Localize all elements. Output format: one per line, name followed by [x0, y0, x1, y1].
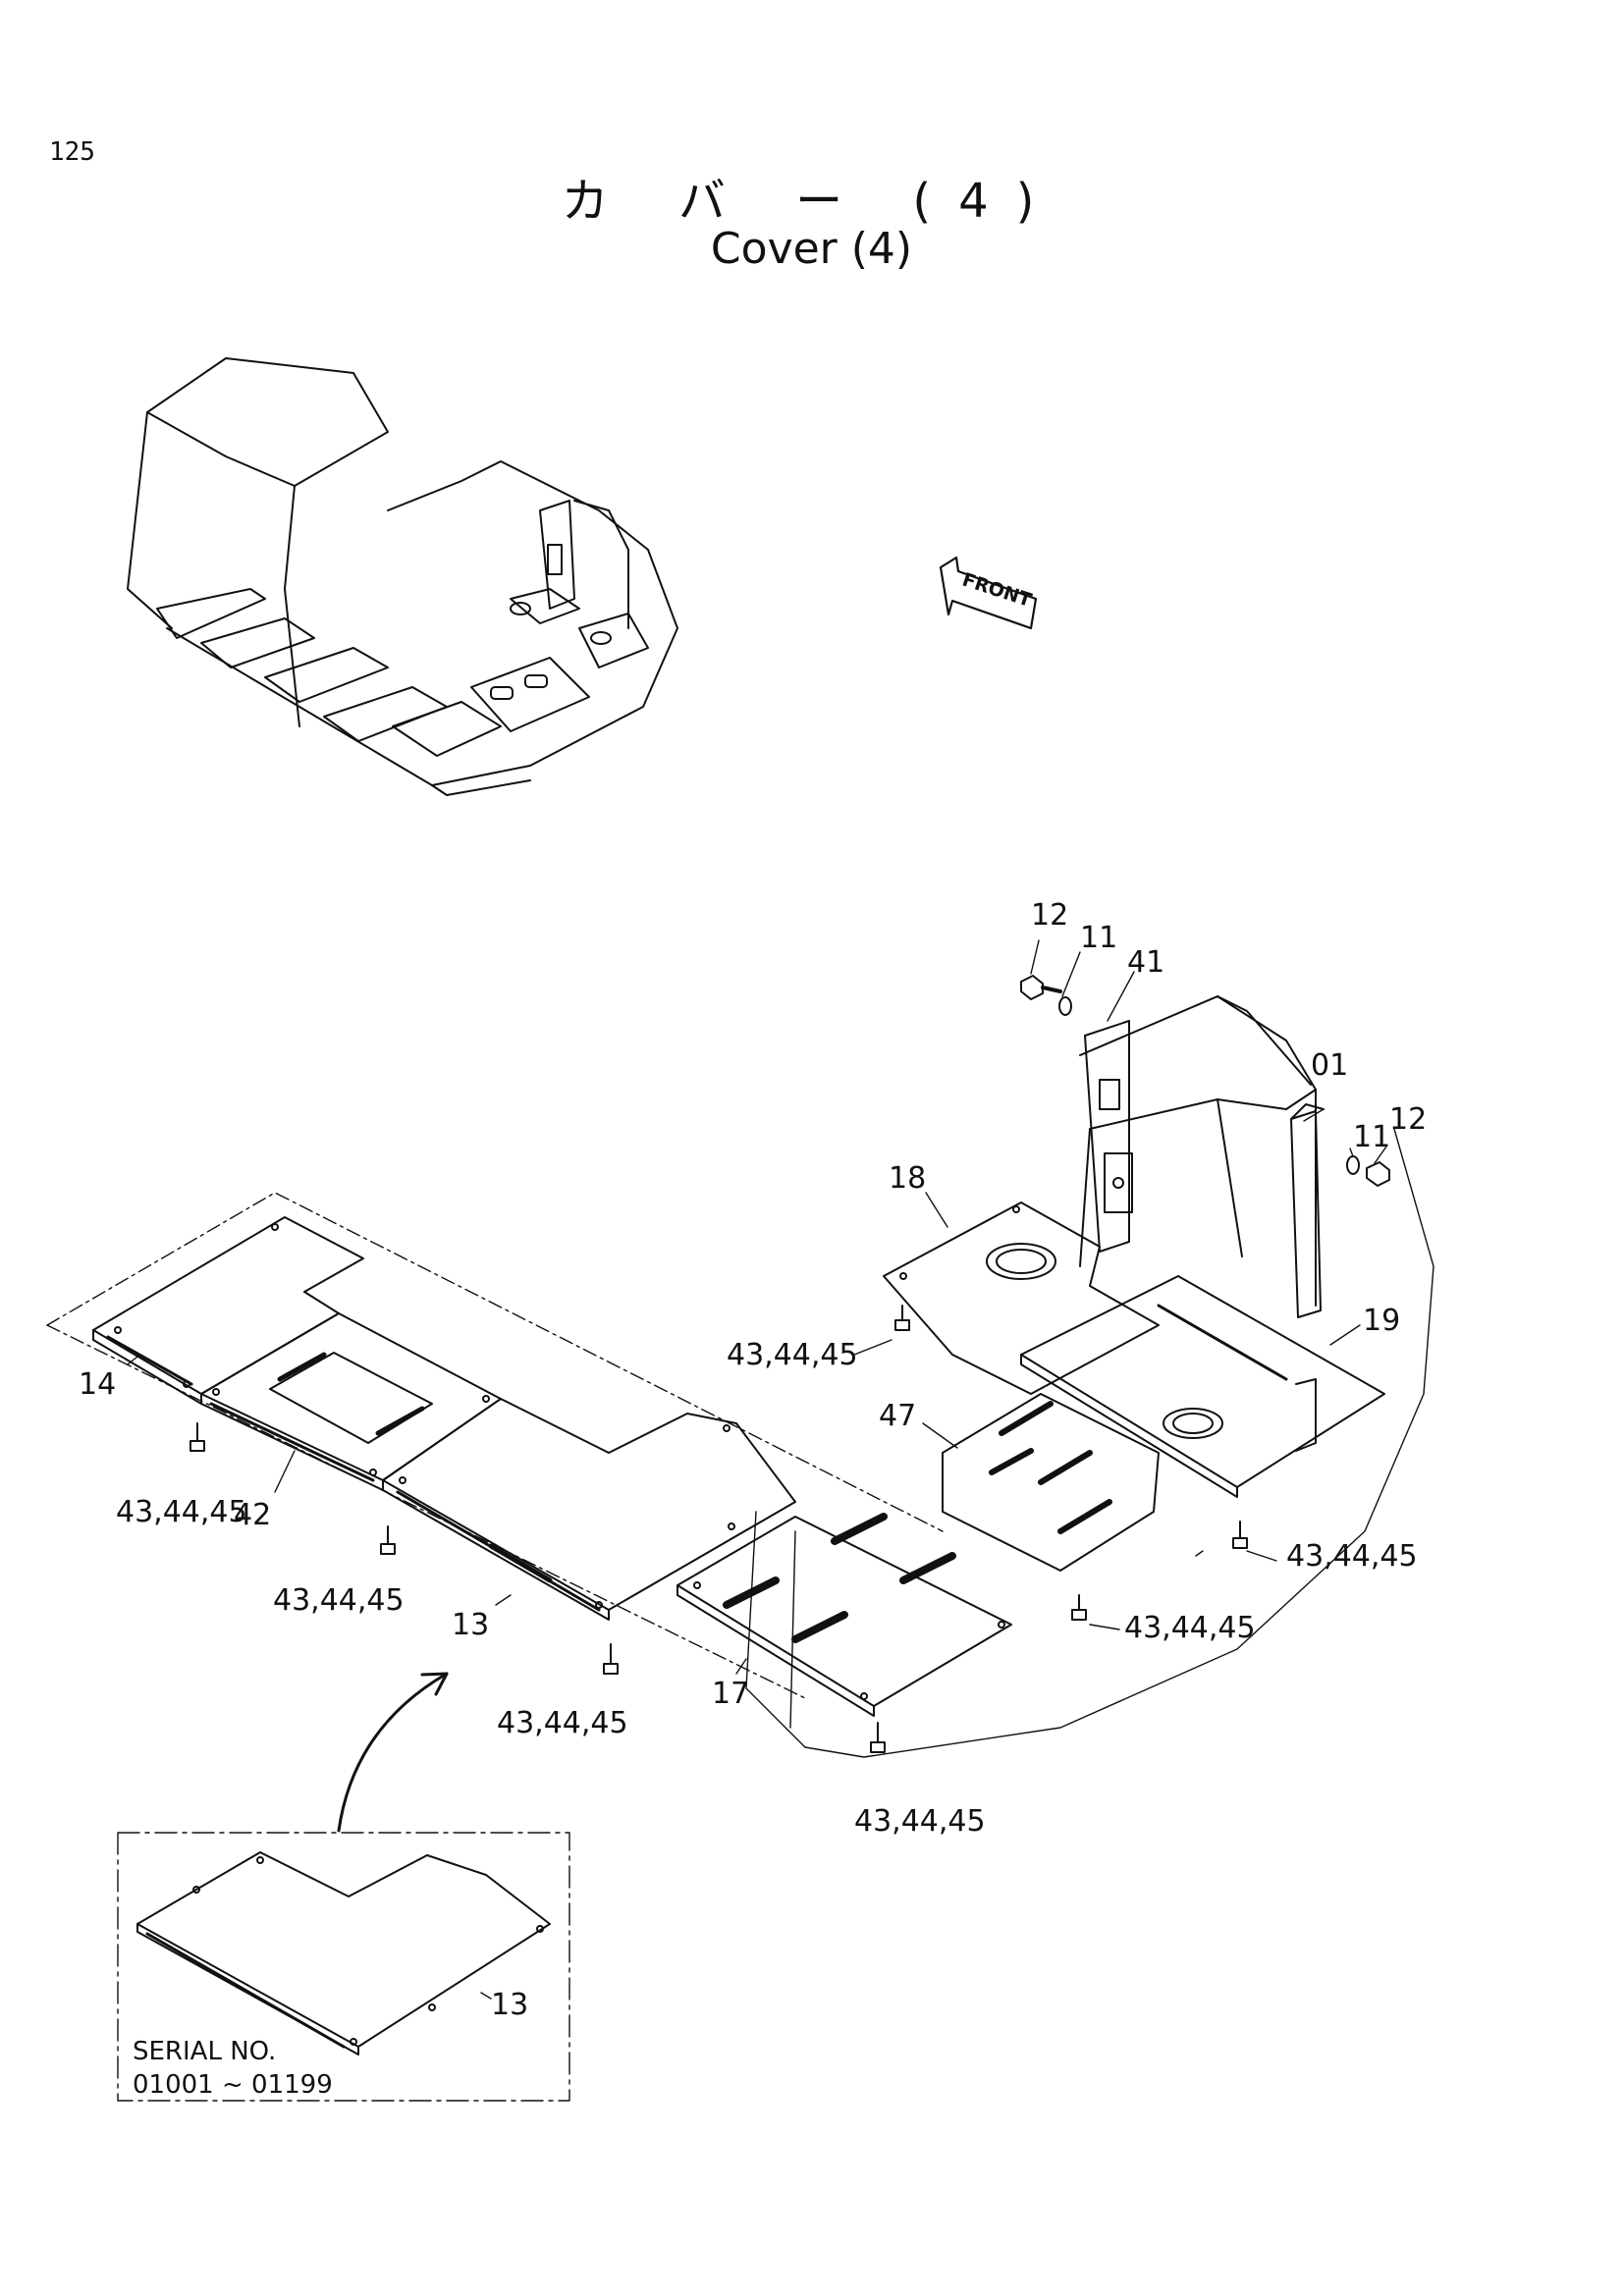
- callout-18: 18: [889, 1161, 926, 1196]
- callout-17: 17: [712, 1677, 749, 1711]
- callout-fasteners-5: 43,44,45: [854, 1804, 986, 1839]
- callout-leaders: [127, 939, 1387, 1675]
- bracket-01: [1290, 1103, 1325, 1318]
- fastener-icon: [870, 1722, 886, 1753]
- fastener-icon: [603, 1643, 619, 1675]
- callout-41: 41: [1127, 945, 1164, 980]
- callout-13-inset: 13: [491, 1988, 528, 2022]
- washer-11-left-icon: [1058, 996, 1072, 1016]
- fastener-icons: [189, 1305, 1248, 1753]
- callout-12-left: 12: [1031, 898, 1068, 933]
- callout-47: 47: [879, 1399, 916, 1433]
- inset-pointer-arrow-icon: [337, 1672, 449, 1833]
- serial-inset-box: [117, 1832, 570, 2102]
- page-title-japanese: カ バ ー (4): [561, 174, 1062, 229]
- cover-panel-13: [382, 1398, 796, 1621]
- fastener-icon: [1232, 1521, 1248, 1549]
- front-direction-arrow-icon: FRONT: [939, 556, 1038, 630]
- cover-panel-18: [883, 1201, 1160, 1395]
- exploded-assembly: [46, 939, 1434, 1758]
- bolt-12-right-icon: [1366, 1161, 1390, 1187]
- cover-panel-17: [676, 1513, 1012, 1717]
- bolt-12-left-icon: [1020, 975, 1062, 1000]
- fastener-icon: [380, 1525, 396, 1555]
- callout-11-left: 11: [1080, 921, 1117, 955]
- machine-overview-sketch: [127, 357, 678, 796]
- callout-11-right: 11: [1353, 1120, 1390, 1154]
- front-label: FRONT: [959, 569, 1034, 612]
- callout-fasteners-6: 43,44,45: [1124, 1611, 1256, 1645]
- fastener-icon: [189, 1422, 205, 1452]
- callout-19: 19: [1363, 1304, 1400, 1338]
- callout-42: 42: [234, 1498, 271, 1532]
- page-title-english: Cover (4): [710, 224, 913, 274]
- seat-stand-housing: [1079, 995, 1317, 1307]
- cover-panel-14: [92, 1216, 364, 1405]
- callout-13: 13: [452, 1608, 489, 1642]
- washer-11-right-icon: [1346, 1155, 1360, 1175]
- callout-fasteners-4: 43,44,45: [497, 1706, 628, 1740]
- callout-fasteners-7: 43,44,45: [1286, 1539, 1418, 1574]
- bracket-41: [1084, 1020, 1133, 1253]
- callout-fasteners-1: 43,44,45: [727, 1338, 858, 1372]
- callout-01: 01: [1311, 1048, 1348, 1083]
- cover-panel-42: [200, 1312, 502, 1491]
- fastener-icon: [894, 1305, 910, 1331]
- cover-panel-47: [942, 1393, 1160, 1572]
- callout-fasteners-2: 43,44,45: [116, 1495, 247, 1529]
- cover-panel-19: [1020, 1275, 1385, 1498]
- fastener-icon: [1071, 1594, 1087, 1621]
- serial-range: 01001 ~ 01199: [133, 2070, 333, 2100]
- callout-14: 14: [79, 1367, 116, 1402]
- serial-label: SERIAL NO.: [133, 2037, 276, 2066]
- callout-12-right: 12: [1389, 1102, 1427, 1137]
- page-number: 125: [49, 137, 95, 167]
- callout-fasteners-3: 43,44,45: [273, 1583, 405, 1618]
